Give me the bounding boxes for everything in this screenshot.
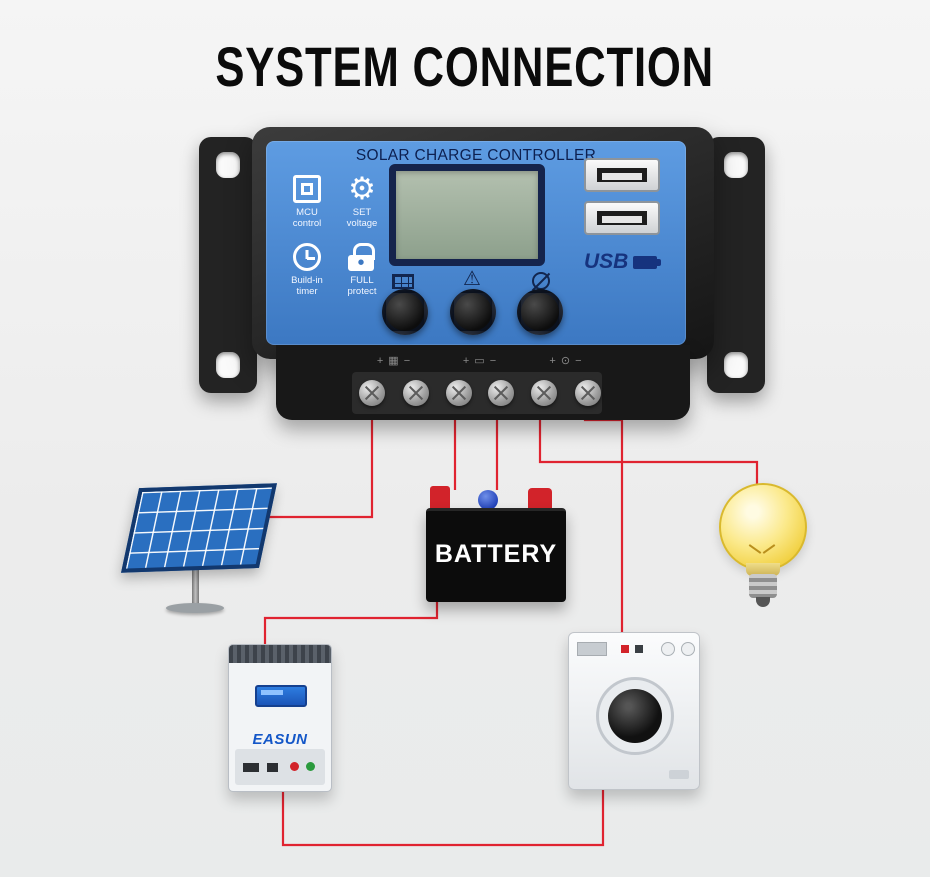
inverter-display — [255, 685, 307, 707]
wire-inverter-to-washer — [281, 788, 605, 847]
pv-terminal-label: + ▦ − — [376, 355, 412, 367]
washer-indicator-dark — [635, 645, 643, 653]
wire-controller-to-solar-panel — [268, 393, 374, 519]
washer-knob — [661, 642, 675, 656]
battery-label: BATTERY — [434, 540, 558, 568]
mounting-ear-right — [707, 137, 765, 393]
bulb-contact-tip — [756, 597, 770, 607]
washer-display — [577, 642, 607, 656]
mounting-hole — [724, 352, 748, 378]
inverter-port — [243, 763, 259, 772]
washer-knob — [681, 642, 695, 656]
feature-label-set-voltage: SET voltage — [346, 207, 378, 230]
screw-terminal-3[interactable] — [446, 380, 472, 406]
inverter-vents — [229, 645, 331, 663]
washing-machine — [568, 632, 700, 790]
usb-label-text: USB — [584, 250, 629, 273]
usb-ports — [584, 158, 660, 244]
pv-indicator-icon — [392, 274, 414, 289]
washer-indicator-red — [621, 645, 629, 653]
mounting-hole — [724, 152, 748, 178]
up-button[interactable] — [450, 289, 496, 335]
load-indicator-icon — [532, 272, 550, 290]
mounting-ear-left — [199, 137, 257, 393]
mounting-hole — [216, 352, 240, 378]
wire-battery-to-inverter — [263, 598, 439, 646]
set-voltage-gear-icon: ⚙ — [348, 171, 376, 206]
light-bulb-glass — [719, 483, 807, 571]
feature-label-timer: Build-in timer — [291, 275, 323, 298]
build-in-timer-clock-icon — [293, 243, 321, 271]
screw-terminal-2[interactable] — [403, 380, 429, 406]
lcd-display — [389, 164, 545, 266]
screw-terminal-5[interactable] — [531, 380, 557, 406]
inverter-connector-panel — [235, 749, 325, 785]
bulb-neck — [746, 563, 780, 576]
menu-button[interactable] — [382, 289, 428, 335]
controller-title: SOLAR CHARGE CONTROLLER — [355, 147, 597, 164]
inverter-port — [267, 763, 278, 772]
mounting-hole — [216, 152, 240, 178]
load-terminal-label: + ⊙ − — [549, 355, 583, 367]
inverter: EASUN — [228, 644, 332, 792]
feature-label-mcu: MCU control — [292, 207, 322, 230]
down-button[interactable] — [517, 289, 563, 335]
feature-label-protect: FULL protect — [347, 275, 377, 298]
screw-terminal-6[interactable] — [575, 380, 601, 406]
mcu-control-icon — [293, 175, 321, 203]
terminal-strip — [352, 372, 602, 414]
usb-label: USB — [584, 250, 662, 274]
battery-icon — [633, 255, 662, 269]
inverter-brand: EASUN — [252, 731, 308, 748]
screw-terminal-4[interactable] — [488, 380, 514, 406]
battery-indicator-icon: ⚠ — [463, 268, 481, 290]
battery-terminal-label: + ▭ − — [462, 355, 498, 367]
battery-cap-blue — [478, 490, 498, 510]
screw-terminal-1[interactable] — [359, 380, 385, 406]
full-protect-lock-icon — [347, 243, 375, 271]
usb-port-top — [584, 158, 660, 192]
inverter-switch-green — [306, 762, 315, 771]
battery: BATTERY — [426, 486, 566, 602]
washer-filter-panel — [669, 770, 689, 779]
wire-controller-to-washer — [583, 393, 624, 636]
usb-port-bottom — [584, 201, 660, 235]
washer-door — [596, 677, 674, 755]
bulb-screw-base — [749, 574, 777, 598]
battery-body — [426, 508, 566, 602]
inverter-switch-red — [290, 762, 299, 771]
page-title-text: SYSTEM CONNECTION — [215, 35, 715, 98]
wire-controller-to-bulb — [538, 393, 759, 580]
solar-panel — [121, 483, 277, 573]
page-title: SYSTEM CONNECTION — [0, 34, 930, 99]
solar-panel-pole — [192, 566, 199, 608]
solar-panel-base — [166, 603, 224, 613]
